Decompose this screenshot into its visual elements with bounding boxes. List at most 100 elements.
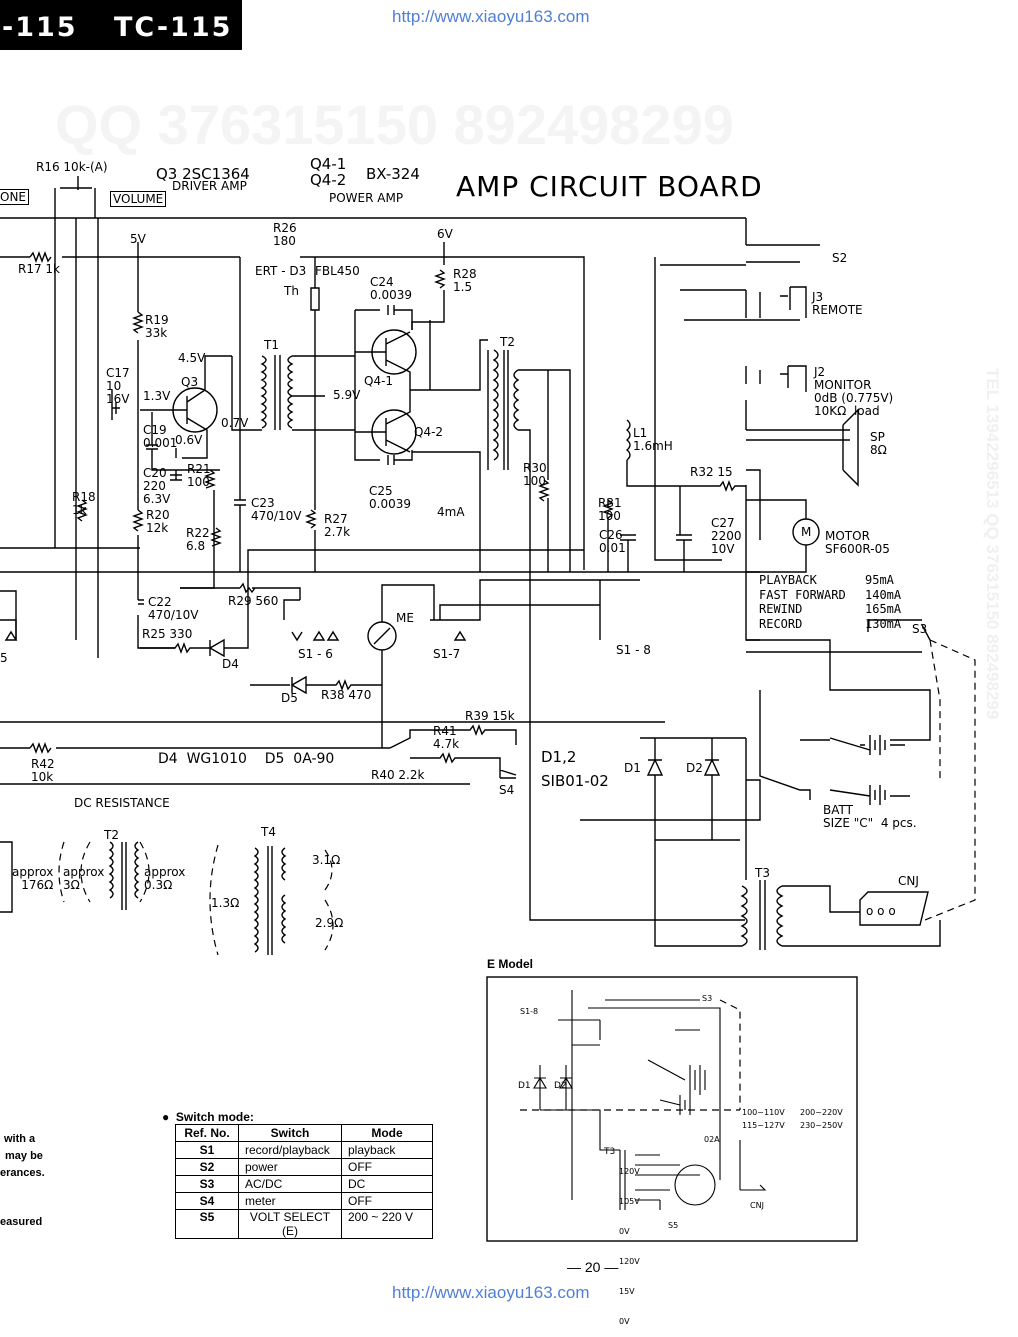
cell-switch: meter (238, 1192, 342, 1210)
label-r38: R38 470 (321, 688, 372, 702)
label-e-s5: S5 (668, 1221, 679, 1230)
label-sp: SP 8Ω (870, 430, 887, 457)
mode-rewind: REWIND (759, 602, 803, 616)
label-c20: C20 220 6.3V (143, 466, 171, 506)
label-t3: T3 (755, 866, 770, 880)
label-d1-d2: D1,2 (541, 748, 577, 766)
label-r19: R19 33k (145, 313, 169, 340)
label-c26: C26 0.01 (599, 528, 626, 555)
diagram-title: AMP CIRCUIT BOARD (456, 170, 763, 203)
col-mode: Mode (341, 1124, 433, 1142)
label-volume: VOLUME (110, 191, 167, 207)
col-switch: Switch (238, 1124, 342, 1142)
cell-mode: DC (341, 1175, 433, 1193)
label-q4-role: POWER AMP (329, 191, 404, 205)
e-tap-5: 15V (619, 1287, 635, 1296)
label-d1: D1 (624, 761, 641, 775)
mode-fast-forward: FAST FORWARD (759, 587, 846, 602)
label-r32: R32 15 (690, 465, 733, 479)
label-j2: J2 MONITOR 0dB (0.775V) 10KΩ load (814, 365, 894, 418)
label-ert: ERT - D3 (255, 264, 307, 278)
table-row: S5 VOLT SELECT (E) 200 ~ 220 V (175, 1209, 433, 1239)
label-dc-resistance: DC RESISTANCE (74, 796, 170, 810)
label-e-volt-2: 115~127V (742, 1121, 785, 1130)
label-4-5v: 4.5V (178, 351, 206, 365)
table-row: S1 record/playback playback (175, 1141, 433, 1159)
note-1: with a (4, 1133, 36, 1145)
label-s1-6: S1 - 6 (298, 647, 333, 661)
label-r28: R28 1.5 (453, 267, 477, 294)
e-taps: 120V 105V 0V 120V 15V 0V (619, 1147, 640, 1337)
label-s1-8: S1 - 8 (616, 643, 651, 657)
label-0-7v: 0.7V (221, 416, 249, 430)
cell-switch: record/playback (238, 1141, 342, 1159)
label-q3-role: DRIVER AMP (172, 179, 247, 193)
cell-ref: S2 (175, 1158, 239, 1176)
label-sib01: SIB01-02 (541, 772, 609, 790)
table-row: S4 meter OFF (175, 1192, 433, 1210)
cell-switch: AC/DC (238, 1175, 342, 1193)
label-r17: R17 1k (18, 262, 61, 276)
label-approx-3: approx 3Ω (63, 865, 105, 892)
label-me: ME (396, 611, 414, 625)
label-q4: Q4-1 Q4-2 (310, 155, 347, 189)
label-j3: J3 REMOTE (812, 290, 863, 317)
bullet-icon: ● (162, 1110, 176, 1124)
label-c22: C22 470/10V (148, 595, 199, 622)
label-1-3-ohm: 1.3Ω (211, 896, 240, 910)
label-6v: 6V (437, 227, 453, 241)
model-label-right: TC-115 (114, 12, 233, 43)
cell-mode: OFF (341, 1158, 433, 1176)
label-d5: D5 (281, 691, 298, 705)
label-tone: ONE (0, 189, 30, 205)
label-s3: S3 (912, 622, 928, 636)
cell-switch: power (238, 1158, 342, 1176)
label-r31: R31 100 (598, 496, 622, 523)
label-c23: C23 470/10V (251, 496, 302, 523)
mode-record: RECORD (759, 616, 803, 631)
label-d4: D4 (222, 657, 239, 671)
label-approx-176: approx 176Ω (12, 865, 54, 892)
label-c25: C25 0.0039 (369, 484, 411, 511)
label-r16: R16 10k-(A) (36, 160, 108, 174)
label-c24: C24 0.0039 (370, 275, 412, 302)
label-r39: R39 15k (465, 709, 515, 723)
schematic-wiring (0, 176, 976, 1242)
note-3: erances. (0, 1167, 45, 1179)
label-approx-0-3: approx 0.3Ω (144, 865, 186, 892)
label-e-s3: S3 (702, 994, 713, 1003)
label-t4: T4 (261, 825, 276, 839)
cell-ref: S1 (175, 1141, 239, 1159)
label-e-cnj: CNJ (750, 1201, 764, 1210)
label-r26: R26 180 (273, 221, 297, 248)
cell-mode: playback (341, 1141, 433, 1159)
label-e-s1-8: S1-8 (520, 1007, 539, 1016)
table-row: S3 AC/DC DC (175, 1175, 433, 1193)
label-th: Th (284, 284, 299, 298)
label-c19: C19 0.001 (143, 423, 178, 450)
label-q4-1: Q4-1 (364, 374, 394, 388)
page-number: — 20 — (567, 1259, 619, 1275)
watermark-qq: QQ 376315150 892498299 (55, 93, 734, 156)
label-e-volt-4: 230~250V (800, 1121, 843, 1130)
label-r20: R20 12k (146, 508, 170, 535)
label-r30: R30 100 (523, 461, 547, 488)
switch-mode-table: Ref. No. Switch Mode S1 record/playback … (175, 1124, 433, 1239)
current-playback: 95mA (865, 573, 894, 587)
col-ref-no: Ref. No. (175, 1124, 239, 1142)
label-5v: 5V (130, 232, 146, 246)
mode-list: PLAYBACK FAST FORWARD REWIND RECORD (759, 573, 846, 631)
label-r25: R25 330 (142, 627, 193, 641)
label-r42: R42 10k (31, 757, 55, 784)
label-r21: R21 100 (187, 462, 211, 489)
cell-ref: S4 (175, 1192, 239, 1210)
label-4ma: 4mA (437, 505, 465, 519)
label-s2: S2 (832, 251, 848, 265)
current-rewind: 165mA (865, 602, 902, 616)
cell-switch: VOLT SELECT (E) (238, 1209, 342, 1239)
label-r22: R22 6.8 (186, 526, 210, 553)
label-diode-types: D4 WG1010 D5 0A-90 (158, 751, 335, 767)
label-0-6v: 0.6V (175, 433, 203, 447)
label-s4: S4 (499, 783, 515, 797)
label-d2: D2 (686, 761, 703, 775)
